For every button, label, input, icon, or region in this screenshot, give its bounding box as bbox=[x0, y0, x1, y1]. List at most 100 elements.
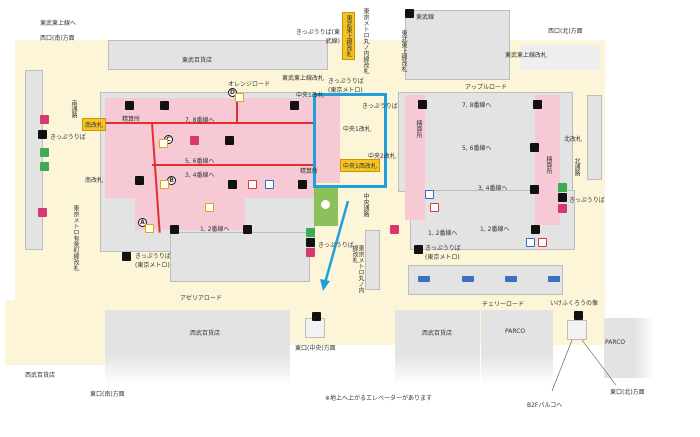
atm-icon bbox=[38, 208, 47, 217]
route-arrow bbox=[320, 200, 350, 291]
leader-lines bbox=[551, 339, 617, 392]
route-line bbox=[106, 122, 336, 124]
label: 西口(南)方面 bbox=[40, 35, 75, 42]
escalator-icon bbox=[243, 225, 252, 234]
locker-icon bbox=[235, 93, 244, 102]
tobu-tojo-gate-badge: 東武東上線改札 bbox=[342, 12, 355, 60]
label: 中央1改札 bbox=[343, 126, 371, 133]
atm-icon bbox=[40, 115, 49, 124]
label: 東京メトロ有楽町線改札 bbox=[72, 205, 79, 271]
label: PARCO bbox=[505, 328, 526, 335]
parco-right-block bbox=[604, 318, 654, 378]
locker-icon bbox=[159, 139, 168, 148]
ticket-machine-icon bbox=[306, 238, 315, 247]
label: きっぷうりば bbox=[569, 197, 605, 204]
label: きっぷうりば bbox=[362, 103, 398, 110]
atm-icon bbox=[558, 204, 567, 213]
label: 北通路 bbox=[573, 158, 580, 176]
label: 1, 2番線へ bbox=[200, 226, 230, 233]
escalator-icon bbox=[298, 180, 307, 189]
label: 東口(北)方面 bbox=[610, 389, 645, 396]
label: 南改札 bbox=[85, 177, 104, 184]
female-toilet-icon bbox=[248, 180, 257, 189]
locker-icon bbox=[145, 224, 154, 233]
label: きっぷうりば(東武線) bbox=[295, 29, 340, 45]
escalator-icon bbox=[530, 185, 539, 194]
male-toilet-icon bbox=[425, 190, 434, 199]
locker-icon bbox=[160, 180, 169, 189]
label: B2Fパルコへ bbox=[527, 402, 563, 409]
label: 3, 4番線へ bbox=[478, 185, 508, 192]
escalator-icon bbox=[170, 225, 179, 234]
label: 精算所 bbox=[300, 168, 319, 175]
label: 東武東上線へ bbox=[40, 20, 77, 27]
green-window-icon bbox=[558, 183, 567, 192]
label: 中央1改札 bbox=[296, 92, 324, 99]
ticket-machine-icon bbox=[122, 252, 131, 261]
parco-center-block bbox=[481, 310, 553, 385]
route-line bbox=[236, 100, 238, 123]
ticket-machine-icon bbox=[38, 130, 47, 139]
label: 精算所 bbox=[415, 120, 422, 138]
central-concourse bbox=[315, 95, 340, 183]
seibu-right-block bbox=[395, 310, 480, 385]
label: 東武線 bbox=[416, 14, 435, 21]
ticket-machine-icon bbox=[414, 245, 423, 254]
label: いけふくろうの像 bbox=[550, 300, 599, 307]
label: オレンジロード bbox=[228, 81, 271, 88]
atm-icon bbox=[306, 248, 315, 257]
label: 精算所 bbox=[122, 116, 141, 123]
exit-sign-icon bbox=[548, 276, 560, 282]
escalator-icon bbox=[531, 225, 540, 234]
label: 7, 8番線へ bbox=[462, 102, 492, 109]
label: きっぷうりば bbox=[318, 242, 354, 249]
highlight-box bbox=[313, 93, 387, 188]
label: 東口(南)方面 bbox=[90, 391, 125, 398]
stairs bbox=[567, 320, 587, 340]
label: 東京メトロ丸ノ内線改札 bbox=[362, 8, 369, 74]
label: 3, 4番線へ bbox=[185, 172, 215, 179]
label: 中央2改札 bbox=[368, 153, 396, 160]
tobu-line-icon bbox=[405, 9, 414, 18]
label: きっぷうりば(東京メトロ) bbox=[135, 253, 171, 269]
green-window-icon bbox=[40, 162, 49, 171]
south-gate-badge: 南改札 bbox=[82, 118, 107, 131]
label: 南通路 bbox=[70, 100, 77, 118]
lower-center-block bbox=[170, 232, 310, 282]
green-window-icon bbox=[40, 148, 49, 157]
label: 西武百貨店 bbox=[25, 372, 56, 379]
tobu-block-right bbox=[405, 10, 510, 80]
label: 1, 2番線へ bbox=[428, 230, 458, 237]
label: 中央通路 bbox=[362, 193, 369, 217]
escalator-icon bbox=[228, 180, 237, 189]
label: 東武東上線改札 bbox=[505, 52, 548, 59]
escalator-icon bbox=[135, 176, 144, 185]
label: 精算所 bbox=[545, 156, 552, 174]
escalator-icon bbox=[574, 311, 583, 320]
label: アゼリアロード bbox=[180, 295, 222, 302]
ticket-machine-icon bbox=[558, 193, 567, 202]
label: 5, 6番線へ bbox=[185, 158, 215, 165]
chuo1-west-gate-badge: 中央1西改札 bbox=[340, 159, 380, 172]
exit-sign-icon bbox=[462, 276, 474, 282]
marunouchi-gate-block bbox=[365, 230, 380, 290]
escalator-icon bbox=[530, 143, 539, 152]
label: PARCO bbox=[605, 339, 626, 346]
stairs bbox=[305, 318, 325, 338]
escalator-icon bbox=[418, 100, 427, 109]
escalator-icon bbox=[125, 101, 134, 110]
label: 東武百貨店 bbox=[182, 57, 213, 64]
tobu-dept-block bbox=[108, 40, 328, 70]
label: 西武百貨店 bbox=[422, 330, 453, 337]
right-edge-block bbox=[587, 95, 602, 180]
label: 北改札 bbox=[564, 136, 583, 143]
marker-a: A bbox=[138, 218, 147, 227]
accessible-toilet-icon bbox=[205, 203, 214, 212]
escalator-icon bbox=[312, 312, 321, 321]
right-concourse-left bbox=[405, 95, 425, 220]
seibu-center-block bbox=[105, 310, 290, 385]
route-line bbox=[152, 164, 336, 166]
label: 東武東上線改札 bbox=[345, 15, 352, 57]
male-toilet-icon bbox=[265, 180, 274, 189]
label: きっぷうりば(東京メトロ) bbox=[425, 245, 461, 261]
